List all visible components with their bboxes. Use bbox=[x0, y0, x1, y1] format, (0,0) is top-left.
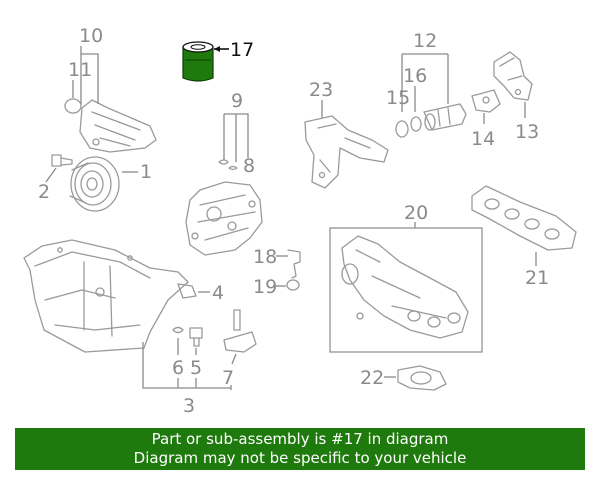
leader-10 bbox=[80, 46, 99, 104]
pulley-bolt-part-2[interactable] bbox=[51, 154, 73, 167]
control-valve-part[interactable] bbox=[423, 103, 467, 131]
callout-19[interactable]: 19 bbox=[253, 276, 277, 298]
manifold-box bbox=[329, 227, 483, 353]
o-ring-part-16[interactable] bbox=[410, 116, 422, 132]
sensor-plate-part-14[interactable] bbox=[471, 89, 501, 113]
callout-9[interactable]: 9 bbox=[231, 90, 243, 112]
callout-22[interactable]: 22 bbox=[360, 367, 384, 389]
callout-17[interactable]: 17 bbox=[230, 39, 254, 61]
oil-level-sensor-part-7[interactable] bbox=[223, 309, 257, 353]
timing-cover-part[interactable] bbox=[79, 99, 157, 153]
leader-2 bbox=[45, 167, 57, 183]
banner-line-1: Part or sub-assembly is #17 in diagram bbox=[151, 430, 449, 448]
solenoid-part-13[interactable] bbox=[493, 51, 533, 101]
callout-3[interactable]: 3 bbox=[183, 395, 195, 417]
leader-7 bbox=[231, 353, 237, 365]
callout-23[interactable]: 23 bbox=[309, 79, 333, 101]
leader-3 bbox=[142, 342, 232, 390]
o-ring-part-15[interactable] bbox=[395, 120, 409, 138]
callout-8[interactable]: 8 bbox=[243, 155, 255, 177]
oil-pump-part[interactable] bbox=[185, 181, 263, 256]
o-ring-part-11[interactable] bbox=[64, 98, 82, 114]
banner-line-2: Diagram may not be specific to your vehi… bbox=[133, 449, 467, 467]
heat-shield-part[interactable] bbox=[304, 115, 389, 189]
callout-7[interactable]: 7 bbox=[222, 367, 234, 389]
drain-bolt-part-5[interactable] bbox=[189, 327, 203, 347]
callout-1[interactable]: 1 bbox=[140, 161, 152, 183]
callout-10[interactable]: 10 bbox=[79, 25, 103, 47]
parts-diagram: 17 10 11 1 2 9 8 bbox=[23, 25, 577, 417]
callout-11[interactable]: 11 bbox=[68, 59, 92, 81]
callout-12[interactable]: 12 bbox=[413, 30, 437, 52]
crank-pulley-part[interactable] bbox=[69, 156, 120, 212]
callout-16[interactable]: 16 bbox=[403, 65, 427, 87]
callout-4[interactable]: 4 bbox=[212, 282, 224, 304]
oil-filter-part[interactable] bbox=[182, 41, 214, 82]
intake-manifold-part[interactable] bbox=[341, 235, 469, 339]
callout-5[interactable]: 5 bbox=[190, 357, 202, 379]
seal-parts-9[interactable] bbox=[218, 159, 238, 171]
leader-12 bbox=[401, 53, 449, 112]
callout-20[interactable]: 20 bbox=[404, 202, 428, 224]
gasket-part-22[interactable] bbox=[397, 365, 447, 391]
callout-6[interactable]: 6 bbox=[172, 357, 184, 379]
callout-14[interactable]: 14 bbox=[471, 128, 495, 150]
oil-pan-part[interactable] bbox=[23, 239, 189, 353]
callout-21[interactable]: 21 bbox=[525, 267, 549, 289]
callout-13[interactable]: 13 bbox=[515, 121, 539, 143]
pan-bracket-part-4[interactable] bbox=[177, 283, 197, 299]
seal-part-19[interactable] bbox=[286, 279, 300, 291]
leader-9 bbox=[223, 113, 249, 162]
arrow-17 bbox=[214, 46, 220, 52]
callout-18[interactable]: 18 bbox=[253, 246, 277, 268]
washer-part-6[interactable] bbox=[172, 326, 184, 334]
callout-15[interactable]: 15 bbox=[386, 87, 410, 109]
sensor-part-18[interactable] bbox=[287, 249, 301, 279]
callout-2[interactable]: 2 bbox=[38, 181, 50, 203]
intake-gasket-part[interactable] bbox=[471, 185, 577, 251]
info-banner: Part or sub-assembly is #17 in diagram D… bbox=[15, 428, 585, 470]
